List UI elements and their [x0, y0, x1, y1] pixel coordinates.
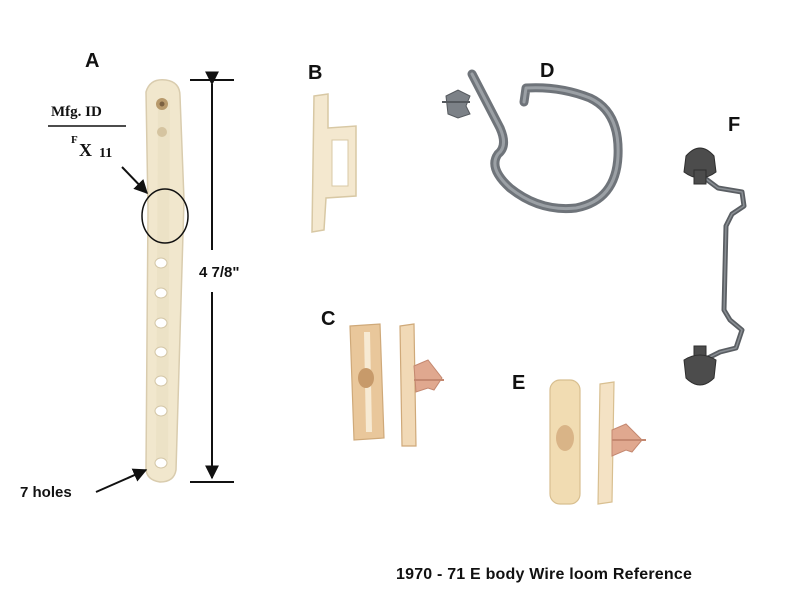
part-d-label: D [540, 60, 555, 82]
part-c-retainers [349, 323, 444, 447]
mfg-code-number: 11 [99, 146, 113, 161]
part-e-retainers [549, 379, 646, 505]
part-a-label: A [85, 50, 100, 72]
part-c-label: C [321, 308, 336, 330]
mfg-id-circle [141, 188, 189, 244]
holes-count-label: 7 holes [20, 484, 72, 501]
mfg-id-title: Mfg. ID [51, 104, 102, 120]
part-a-strap [145, 79, 185, 483]
part-d-metal-clip [442, 69, 623, 214]
dimension-line [190, 71, 234, 483]
mfg-code-superscript: F [71, 134, 78, 146]
strap-holes [154, 257, 168, 469]
reference-caption: 1970 - 71 E body Wire loom Reference [396, 566, 693, 583]
part-f-wire-clip [683, 147, 747, 386]
length-dimension-label: 4 7/8" [198, 262, 241, 283]
part-f-label: F [728, 114, 741, 136]
part-e-label: E [512, 372, 526, 394]
lower-pin [683, 345, 717, 386]
mfg-id-arrow [121, 166, 148, 195]
upper-pin [683, 147, 717, 185]
part-b-clip [311, 93, 357, 233]
part-b-label: B [308, 62, 323, 84]
holes-arrow [95, 468, 148, 493]
mfg-code-x: X [79, 140, 92, 160]
